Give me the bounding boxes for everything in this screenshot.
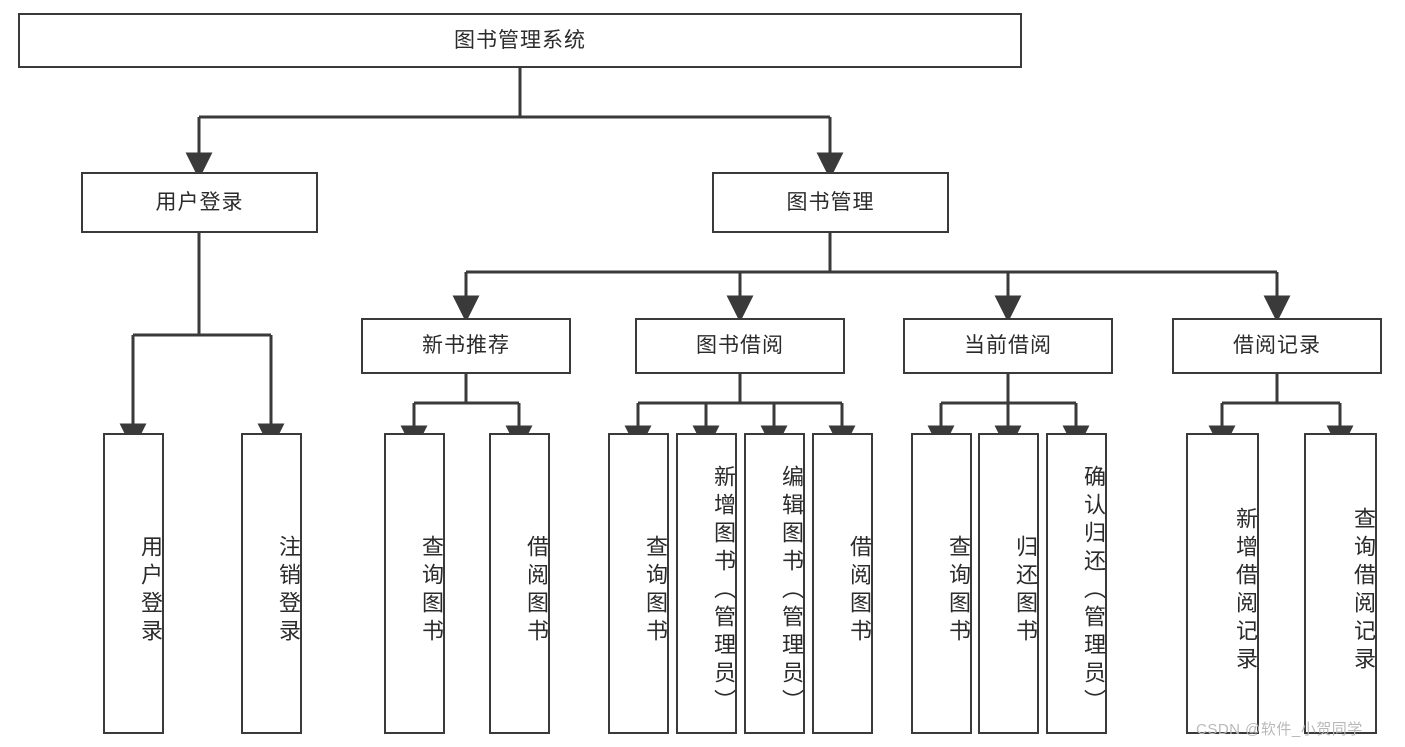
leaf-new-book-query[interactable]: 查询图书	[384, 433, 445, 734]
node-label: 用户登录	[138, 534, 163, 647]
leaf-borrow-add-book[interactable]: 新增图书（管理员）	[676, 433, 737, 734]
csdn-watermark: CSDN @软件_小贺同学	[1196, 721, 1363, 738]
leaf-current-query-book[interactable]: 查询图书	[911, 433, 972, 734]
leaf-current-return-book[interactable]: 归还图书	[978, 433, 1039, 734]
node-label: 查询图书	[643, 534, 668, 647]
node-label: 查询图书	[946, 534, 971, 647]
node-label: 借阅记录	[1233, 334, 1321, 358]
leaf-new-book-borrow[interactable]: 借阅图书	[489, 433, 550, 734]
node-label: 新增图书（管理员）	[711, 464, 736, 717]
node-label: 新书推荐	[422, 334, 510, 358]
node-label: 查询图书	[419, 534, 444, 647]
leaf-borrow-query-book[interactable]: 查询图书	[608, 433, 669, 734]
node-root-system[interactable]: 图书管理系统	[18, 13, 1022, 68]
node-label: 新增借阅记录	[1233, 506, 1258, 675]
node-label: 注销登录	[276, 534, 301, 647]
leaf-borrow-edit-book[interactable]: 编辑图书（管理员）	[744, 433, 805, 734]
leaf-user-login-signout[interactable]: 注销登录	[241, 433, 302, 734]
node-borrow-record[interactable]: 借阅记录	[1172, 318, 1382, 374]
node-label: 图书管理	[786, 190, 875, 214]
node-book-borrow[interactable]: 图书借阅	[635, 318, 845, 374]
node-label: 图书借阅	[696, 334, 784, 358]
node-book-management[interactable]: 图书管理	[712, 172, 949, 233]
leaf-record-add[interactable]: 新增借阅记录	[1186, 433, 1259, 734]
node-label: 借阅图书	[847, 534, 872, 647]
node-new-book-recommend[interactable]: 新书推荐	[361, 318, 571, 374]
node-label: 当前借阅	[964, 334, 1052, 358]
leaf-current-confirm-return[interactable]: 确认归还（管理员）	[1046, 433, 1107, 734]
node-current-borrow[interactable]: 当前借阅	[903, 318, 1113, 374]
node-user-login[interactable]: 用户登录	[81, 172, 318, 233]
node-label: 确认归还（管理员）	[1081, 464, 1106, 717]
leaf-borrow-borrow-book[interactable]: 借阅图书	[812, 433, 873, 734]
node-label: 借阅图书	[524, 534, 549, 647]
node-label: 用户登录	[155, 190, 244, 214]
node-label: 查询借阅记录	[1351, 506, 1376, 675]
leaf-record-query[interactable]: 查询借阅记录	[1304, 433, 1377, 734]
leaf-user-login-signin[interactable]: 用户登录	[103, 433, 164, 734]
node-label: 编辑图书（管理员）	[779, 464, 804, 717]
node-label: 归还图书	[1013, 534, 1038, 647]
node-label: 图书管理系统	[454, 28, 586, 52]
